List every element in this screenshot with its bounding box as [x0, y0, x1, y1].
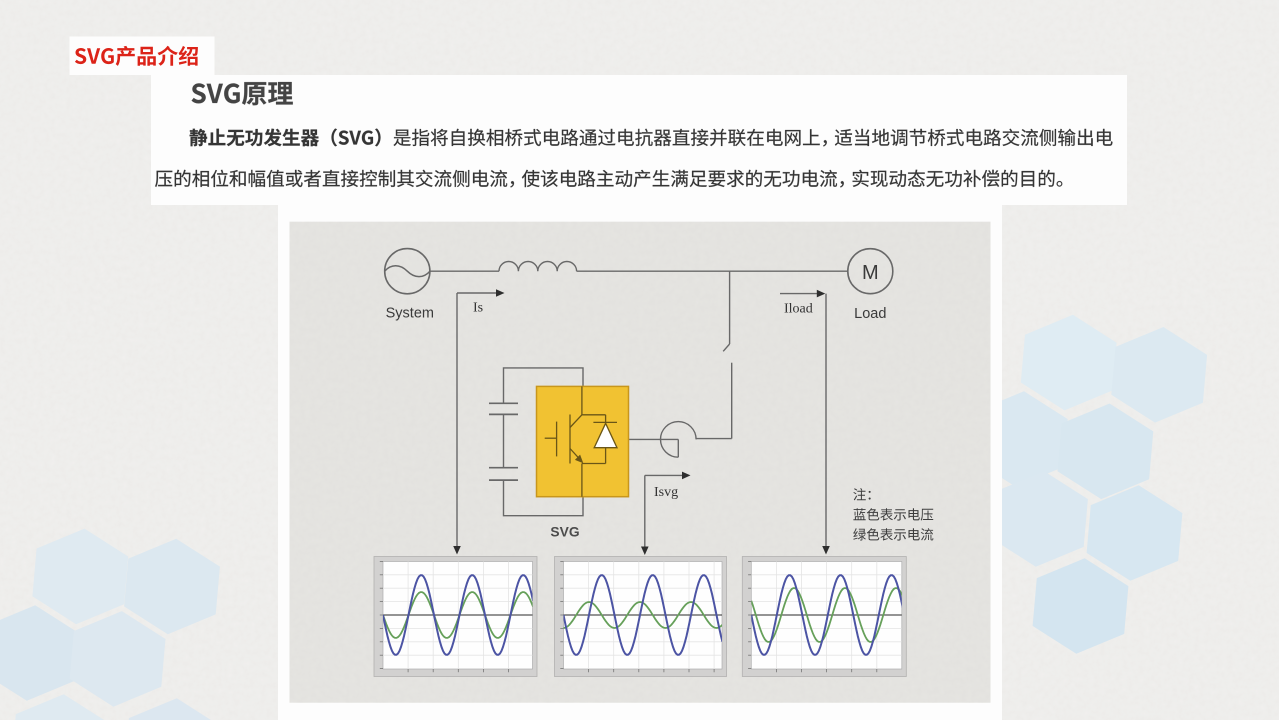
svg-text:SVG: SVG: [550, 525, 579, 540]
svg-text:Is: Is: [473, 301, 483, 316]
svg-text:Load: Load: [854, 306, 886, 322]
svg-text:Isvg: Isvg: [654, 485, 678, 500]
svg-text:Iload: Iload: [784, 302, 813, 317]
svg-text:M: M: [862, 262, 879, 284]
svg-text:System: System: [386, 306, 434, 322]
